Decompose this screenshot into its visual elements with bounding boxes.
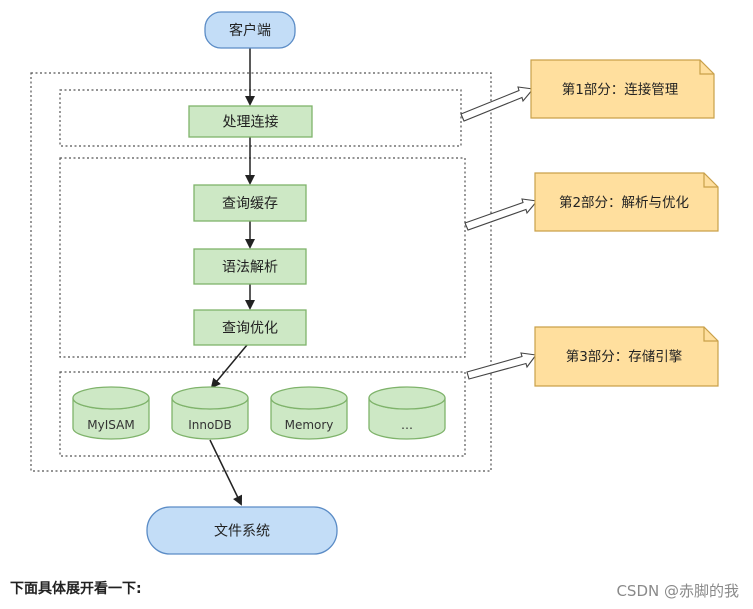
query-optimize-label: 查询优化 — [222, 321, 278, 337]
engine-label: Memory — [285, 418, 334, 432]
engine-label: InnoDB — [188, 418, 232, 432]
footer-text: 下面具体展开看一下: — [10, 581, 142, 597]
note-1-shape — [530, 59, 715, 119]
parsing-node — [193, 248, 307, 285]
file-system-label: 文件系统 — [214, 524, 270, 540]
pointer-arrow-2 — [464, 198, 539, 231]
note-3-fold — [703, 327, 718, 342]
section-storage-engines — [59, 371, 466, 457]
query-cache-label: 查询缓存 — [222, 196, 278, 212]
engine-cylinder-top — [72, 386, 150, 410]
engine-cylinder-top — [368, 386, 446, 410]
note-2-label: 第2部分：解析与优化 — [559, 194, 689, 211]
engine-label: … — [401, 418, 413, 432]
connection-label: 处理连接 — [223, 114, 279, 131]
note-1-label: 第1部分：连接管理 — [562, 81, 679, 98]
pointer-arrow-1 — [460, 86, 535, 122]
engine-label: MyISAM — [87, 418, 134, 432]
note-1-fold — [699, 60, 714, 75]
arrow-innodb-to-filesystem — [209, 439, 243, 506]
note-2-shape — [534, 172, 719, 232]
file-system-node — [146, 506, 338, 555]
server-container — [30, 72, 492, 472]
engine-cylinder-top — [171, 386, 249, 410]
parsing-label: 语法解析 — [222, 260, 278, 276]
query-cache-node — [193, 184, 307, 222]
arrow-optimize-to-innodb — [210, 344, 248, 389]
pointer-arrow-3 — [466, 352, 538, 380]
client-node — [204, 11, 296, 49]
section-parse-optimize — [59, 157, 466, 358]
note-2-fold — [703, 173, 718, 188]
watermark: CSDN @赤脚的我 — [616, 582, 739, 600]
note-3-label: 第3部分：存储引擎 — [566, 348, 683, 365]
section-connection — [59, 89, 462, 147]
query-optimize-node — [193, 309, 307, 346]
client-label: 客户端 — [229, 22, 271, 39]
engine-cylinder-top — [270, 386, 348, 410]
storage-engines-group: MyISAM InnoDB Memory … — [72, 386, 446, 440]
note-3-shape — [534, 326, 719, 387]
connection-node — [188, 105, 313, 138]
